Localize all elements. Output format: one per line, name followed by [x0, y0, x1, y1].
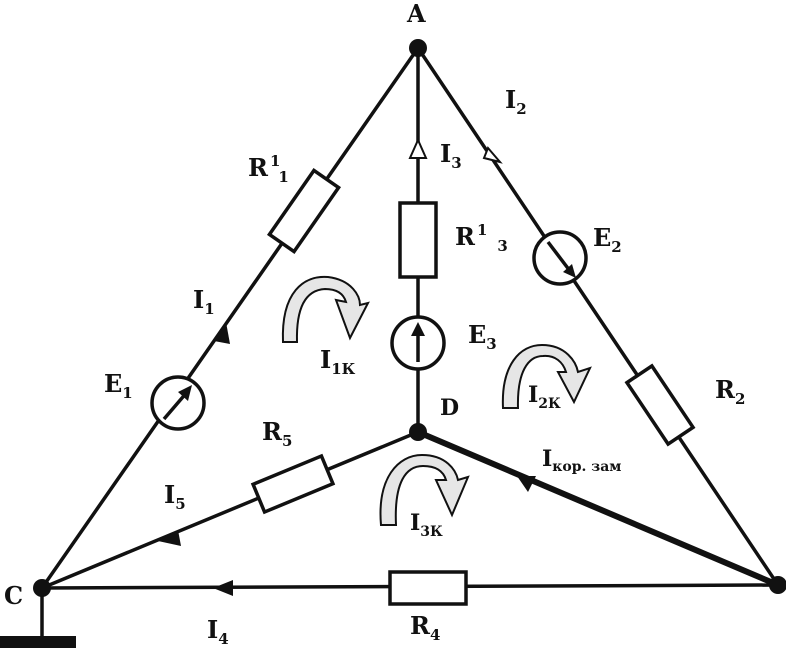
node-b — [769, 576, 786, 594]
label-r5: R5 — [262, 417, 292, 450]
node-label-d: D — [440, 395, 459, 421]
source-e2 — [532, 230, 588, 286]
resistor-r3 — [398, 201, 438, 279]
resistor-r1 — [266, 167, 342, 255]
label-i3: I3 — [440, 139, 462, 172]
label-i3k: I3К — [410, 510, 443, 540]
loop-i3k-icon — [379, 453, 470, 526]
label-r2: R2 — [715, 375, 745, 408]
wire-short-circuit — [415, 429, 781, 588]
node-d — [409, 423, 427, 441]
node-a — [409, 39, 427, 57]
label-r4: R4 — [410, 611, 440, 644]
loop-i2k-icon — [501, 343, 592, 409]
arrow-i5 — [158, 530, 181, 546]
wire-a-b — [416, 46, 780, 587]
label-i2: I2 — [505, 85, 527, 118]
arrow-i3 — [408, 137, 428, 159]
label-i5: I5 — [164, 480, 186, 513]
source-e1 — [150, 375, 206, 431]
node-label-c: C — [4, 581, 23, 610]
node-label-a: A — [406, 0, 426, 28]
arrow-i1 — [214, 322, 230, 344]
resistor-r5 — [250, 453, 336, 515]
wire-a-c — [40, 46, 420, 590]
resistor-r2 — [624, 363, 696, 447]
label-i4: I4 — [207, 615, 229, 648]
arrow-i4 — [213, 580, 233, 596]
label-i1: I1 — [193, 285, 215, 318]
arrow-i2 — [482, 146, 503, 164]
source-e3 — [390, 315, 446, 371]
label-i1k: I1К — [320, 345, 356, 378]
label-e1: E1 — [104, 369, 133, 402]
arrow-short-circuit — [517, 476, 536, 492]
resistor-r4 — [388, 570, 468, 606]
label-e2: E2 — [593, 223, 622, 256]
label-e3: E3 — [468, 320, 497, 353]
label-short-circuit-current: Iкор. зам — [542, 446, 621, 475]
label-i2k: I2К — [528, 382, 561, 412]
wire-d-c — [40, 430, 420, 590]
node-c — [33, 579, 51, 597]
loop-i1k-icon — [281, 275, 370, 343]
